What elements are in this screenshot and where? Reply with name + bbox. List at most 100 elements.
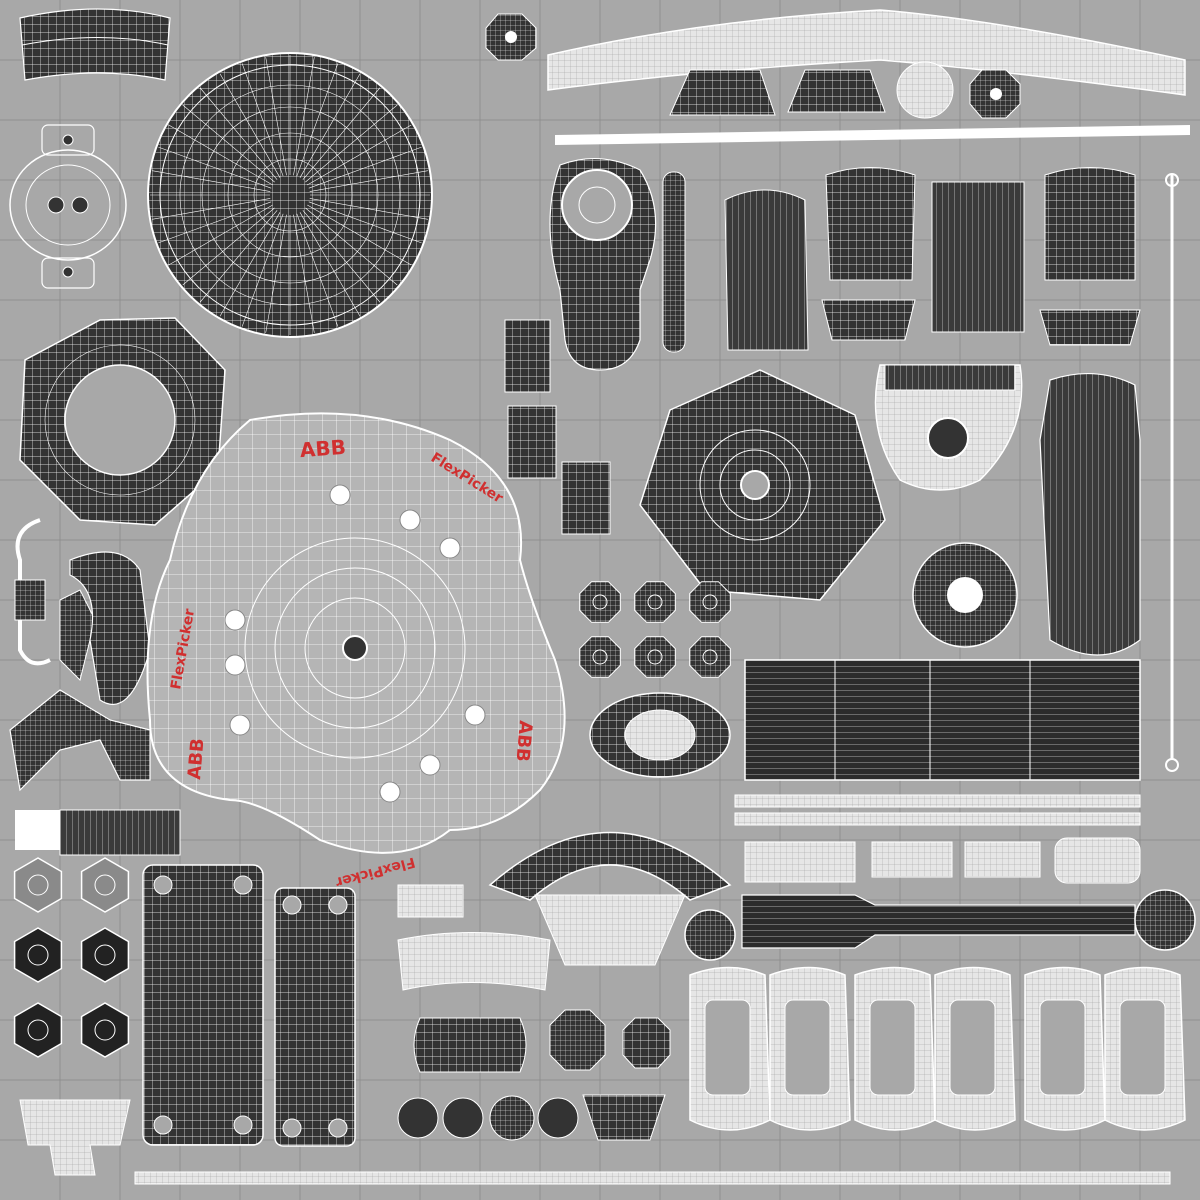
uv-island-star-plate	[639, 369, 886, 601]
dish-spoke	[293, 57, 315, 176]
clamp-window	[1119, 999, 1166, 1096]
dish-spoke	[265, 214, 287, 333]
washer	[689, 581, 731, 623]
bolt-hole	[464, 704, 486, 726]
dish-spoke	[219, 212, 281, 317]
dish-spoke	[307, 204, 412, 266]
bolt-hole	[224, 609, 246, 631]
clamp-window	[704, 999, 751, 1096]
uv-island-fan-large	[488, 831, 732, 966]
uv-island-dark-panel	[734, 659, 1141, 826]
bolt-hole	[224, 654, 246, 676]
dish-spoke	[199, 87, 278, 180]
nut-hole	[94, 874, 116, 896]
uv-island-left-strip	[15, 809, 181, 856]
nut-hole	[27, 944, 49, 966]
dish-spoke	[296, 63, 339, 177]
uv-island-flexpicker-shell: ABB FlexPicker FlexPicker ABB ABB FlexPi…	[146, 412, 566, 890]
dish-spoke	[296, 213, 339, 327]
dish-spoke	[219, 73, 281, 178]
dish-spoke	[158, 146, 272, 189]
washer	[579, 636, 621, 678]
uv-island-right-shell	[874, 364, 1141, 656]
nut-hole	[27, 1019, 49, 1041]
uv-island-nut-grid	[13, 857, 130, 1058]
dish-spoke	[168, 204, 273, 266]
uv-island-hooks	[9, 518, 151, 792]
washer	[634, 581, 676, 623]
dish-spoke	[152, 170, 271, 192]
dish-spoke	[309, 170, 428, 192]
uv-island-dish	[147, 52, 433, 338]
bolt-hole	[399, 509, 421, 531]
nut	[13, 1002, 63, 1058]
uv-island-top-arc	[19, 8, 171, 81]
uv-island-fan-row	[669, 61, 1021, 119]
bolt-hole	[229, 714, 251, 736]
dish-spoke	[168, 124, 273, 186]
uv-island-small-blocks	[504, 319, 611, 535]
dish-spoke	[305, 207, 398, 286]
uv-island-top-strip	[547, 9, 1190, 145]
abb-logo-right: ABB	[511, 720, 536, 763]
uv-island-small-octagon	[485, 13, 537, 61]
washer-hole	[702, 594, 718, 610]
nut-hole	[94, 1019, 116, 1041]
uv-island-ring-bracket	[9, 124, 127, 289]
washer-hole	[702, 649, 718, 665]
washer	[579, 581, 621, 623]
uv-island-bottom-pieces	[19, 1009, 1171, 1185]
uv-island-cam	[549, 158, 686, 371]
washer-hole	[592, 649, 608, 665]
dish-spoke	[308, 146, 422, 189]
uv-island-tube	[684, 889, 1196, 961]
uv-island-oval	[589, 692, 731, 778]
clamp-window	[784, 999, 831, 1096]
clamp-window	[1039, 999, 1086, 1096]
nut-hole	[94, 944, 116, 966]
clamp-window	[949, 999, 996, 1096]
bolt-hole	[329, 484, 351, 506]
dish-spoke	[302, 87, 381, 180]
bolt-hole	[439, 537, 461, 559]
clamp-window	[869, 999, 916, 1096]
uv-island-tall-plates	[142, 864, 356, 1147]
dish-spoke	[307, 124, 412, 186]
nut-hole	[27, 874, 49, 896]
dish-spoke	[241, 63, 284, 177]
nut	[13, 857, 63, 913]
dish-spoke	[158, 201, 272, 244]
dish-spoke	[308, 201, 422, 244]
nut	[80, 1002, 130, 1058]
dish-spoke	[182, 104, 275, 183]
dish-spoke	[199, 210, 278, 303]
bolt-hole	[379, 781, 401, 803]
nut	[80, 927, 130, 983]
dish-spoke	[152, 198, 271, 220]
dish-spoke	[299, 73, 361, 178]
dish-spoke	[305, 104, 398, 183]
washer-hole	[647, 649, 663, 665]
uv-island-washer-grid	[579, 581, 731, 678]
dish-spoke	[309, 198, 428, 220]
dish-spoke	[182, 207, 275, 286]
dish-spoke	[299, 212, 361, 317]
dish-spoke	[241, 213, 284, 327]
abb-logo-left: ABB	[184, 737, 209, 780]
dish-spoke	[302, 210, 381, 303]
nut	[80, 857, 130, 913]
uv-island-clamps	[689, 966, 1186, 1131]
washer-hole	[592, 594, 608, 610]
dish-spoke	[293, 214, 315, 333]
washer	[634, 636, 676, 678]
bolt-hole	[419, 754, 441, 776]
washer-hole	[647, 594, 663, 610]
uv-island-stripes	[397, 837, 1141, 991]
abb-logo-top: ABB	[299, 435, 347, 462]
dish-spoke	[265, 57, 287, 176]
uv-island-columns	[724, 167, 1179, 772]
uv-island-heptagon-ring	[19, 317, 226, 526]
nut	[13, 927, 63, 983]
washer	[689, 636, 731, 678]
